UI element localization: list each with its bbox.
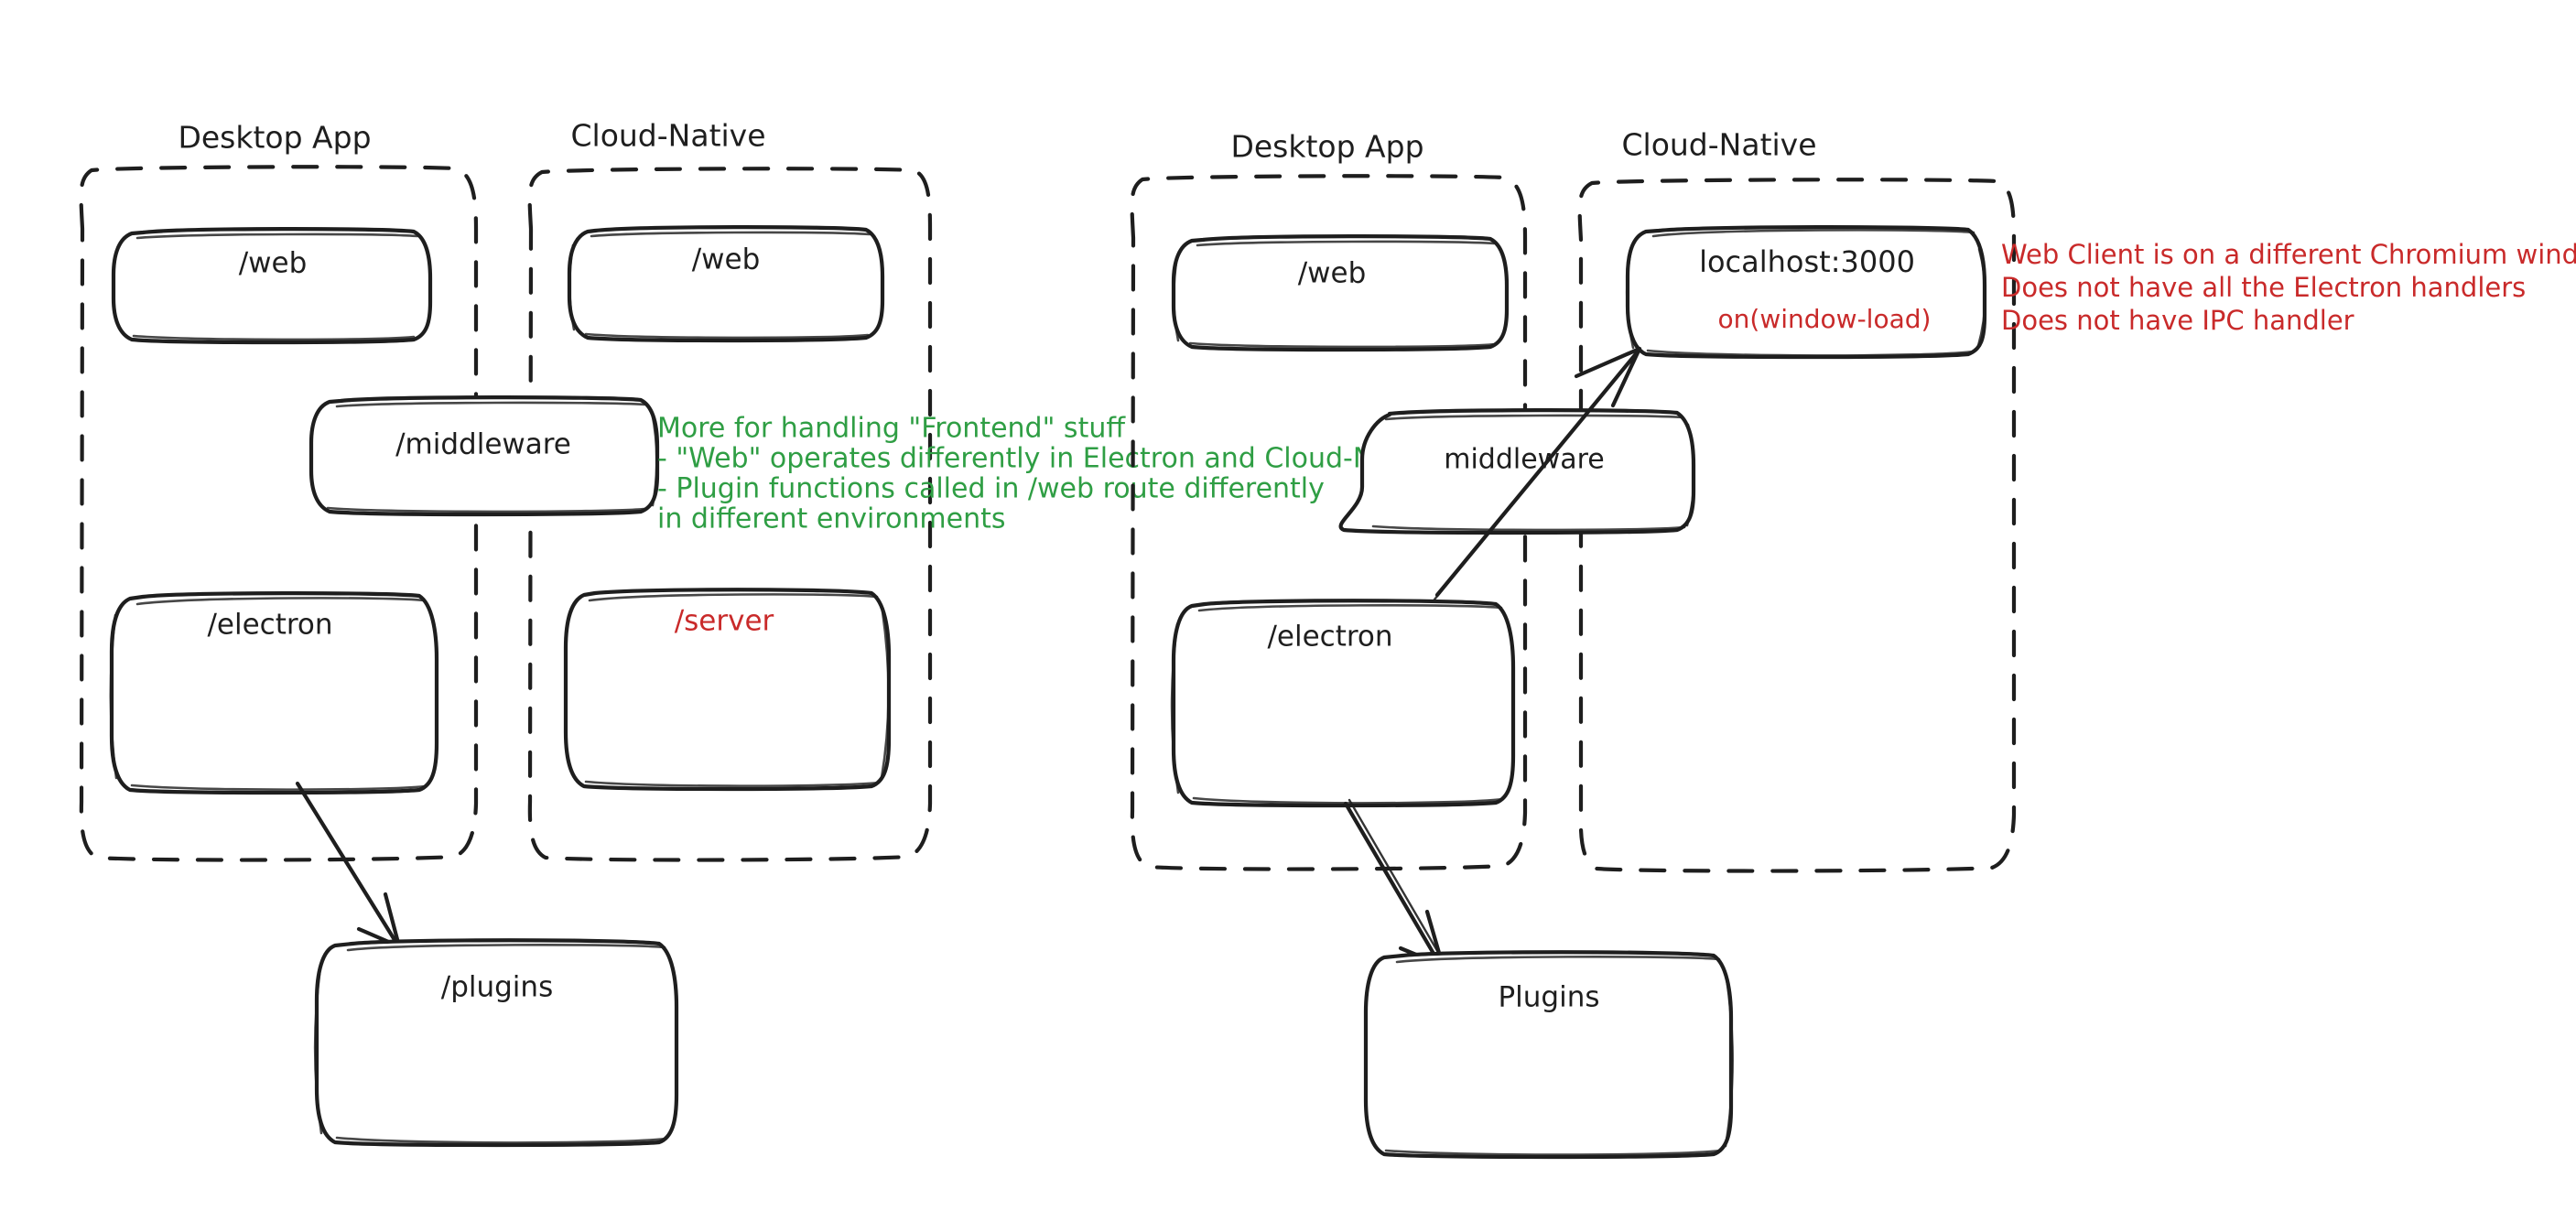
left-plugins-label: /plugins [441,971,553,1004]
right-cloud-native-label: Cloud-Native [1621,127,1816,163]
left-electron-label: /electron [207,609,332,642]
right-desktop-web-node[interactable] [1171,234,1510,352]
left-desktop-web-node[interactable] [111,227,433,345]
left-electron-to-plugins-arrow [295,781,402,949]
right-desktop-web-label: /web [1298,257,1367,290]
red-annotation-line-1: Web Client is on a different Chromium wi… [2001,239,2576,270]
left-cloud-web-node[interactable] [567,225,885,343]
right-middleware-label: middleware [1444,444,1605,476]
left-desktop-app-group[interactable] [79,165,479,862]
right-plugins-label: Plugins [1498,981,1599,1014]
left-server-node[interactable] [563,588,892,792]
right-localhost-node[interactable] [1625,225,1987,360]
green-annotation: More for handling "Frontend" stuff - "We… [657,413,1442,535]
right-cloud-native-group[interactable] [1577,178,2017,873]
red-annotation: Web Client is on a different Chromium wi… [2001,239,2576,336]
red-annotation-line-3: Does not have IPC handler [2001,305,2354,336]
right-desktop-app-label: Desktop App [1230,129,1423,165]
green-annotation-line-4: in different environments [657,503,1006,535]
right-electron-label: /electron [1267,621,1392,654]
right-middleware-node[interactable] [1338,408,1696,535]
right-plugins-node[interactable] [1363,950,1734,1160]
left-electron-node[interactable] [109,591,439,795]
right-electron-to-localhost-arrow [1433,346,1642,601]
left-cloud-native-label: Cloud-Native [570,118,765,154]
left-server-label: /server [675,605,774,638]
right-electron-to-plugins-arrow [1343,798,1445,968]
left-middleware-node[interactable] [308,395,660,517]
red-annotation-line-2: Does not have all the Electron handlers [2001,272,2526,303]
left-middleware-label: /middleware [395,428,571,461]
left-desktop-web-label: /web [239,247,308,280]
green-annotation-line-1: More for handling "Frontend" stuff [657,413,1126,445]
right-electron-node[interactable] [1170,599,1516,808]
left-plugins-node[interactable] [313,938,679,1148]
left-cloud-native-group[interactable] [527,167,933,862]
right-desktop-app-group[interactable] [1130,174,1528,871]
right-localhost-label: localhost:3000 [1699,244,1915,279]
right-localhost-sublabel: on(window-load) [1718,304,1932,334]
green-annotation-line-2: - "Web" operates differently in Electron… [657,443,1442,475]
green-annotation-line-3: - Plugin functions called in /web route … [657,473,1325,505]
left-desktop-app-label: Desktop App [178,120,371,156]
left-cloud-web-label: /web [692,243,761,276]
